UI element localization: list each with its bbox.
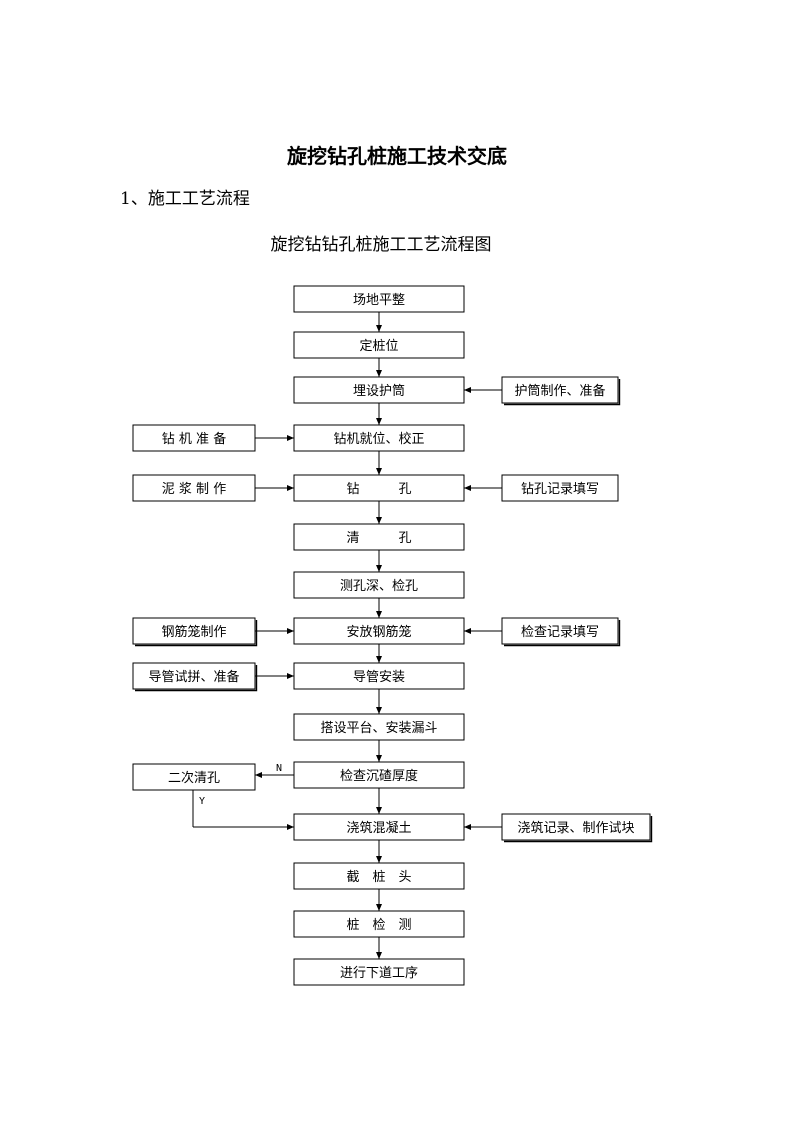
step-m2-label: 定桩位 xyxy=(359,339,398,354)
step-m8-box xyxy=(293,617,465,645)
right-step-r1-box xyxy=(501,376,619,404)
step-m12: 浇筑混凝土 xyxy=(293,813,465,841)
right-step-r3: 检查记录填写 xyxy=(501,617,621,647)
step-m15: 进行下道工序 xyxy=(293,958,465,986)
step-m6: 清 孔 xyxy=(293,523,465,551)
step-m10-label: 搭设平台、安装漏斗 xyxy=(320,720,437,736)
left-step-l2-box xyxy=(132,474,256,502)
left-step-l3-label: 钢筋笼制作 xyxy=(161,624,226,640)
right-step-r3-label: 检查记录填写 xyxy=(521,625,599,640)
step-m4: 钻机就位、校正 xyxy=(293,424,465,452)
step-m13-box xyxy=(293,862,465,890)
section-heading: 1、施工工艺流程 xyxy=(120,189,250,209)
left-step-l4-label: 导管试拼、准备 xyxy=(148,669,239,685)
step-m2-box xyxy=(293,331,465,359)
step-m15-box xyxy=(293,958,465,986)
left-step-l1: 钻 机 准 备 xyxy=(132,424,256,452)
left-step-l1-box xyxy=(132,424,256,452)
step-m4-label: 钻机就位、校正 xyxy=(333,431,424,447)
step-m6-box xyxy=(293,523,465,551)
right-step-r1-label: 护筒制作、准备 xyxy=(514,383,605,399)
left-step-l4: 导管试拼、准备 xyxy=(132,662,258,692)
step-m10-box xyxy=(293,713,465,741)
left-step-l4-box xyxy=(132,662,256,690)
step-m14-label: 桩 检 测 xyxy=(346,918,411,933)
step-m4-box xyxy=(293,424,465,452)
document-title: 旋挖钻孔桩施工技术交底 xyxy=(287,144,507,168)
left-step-l4-shadow xyxy=(135,665,258,692)
step-m3: 埋设护筒 xyxy=(293,376,465,404)
step-m13-label: 截 桩 头 xyxy=(346,870,411,885)
step-m6-label: 清 孔 xyxy=(346,531,411,546)
step-m14-box xyxy=(293,910,465,938)
step-m5-label: 钻 孔 xyxy=(346,482,411,497)
step-m1-label: 场地平整 xyxy=(353,293,405,308)
right-step-r2-label: 钻孔记录填写 xyxy=(521,482,599,497)
step-m2: 定桩位 xyxy=(293,331,465,359)
left-step-l3: 钢筋笼制作 xyxy=(132,617,258,647)
left-step-l2: 泥 浆 制 作 xyxy=(132,474,256,502)
step-m5-box xyxy=(293,474,465,502)
step-m9: 导管安装 xyxy=(293,662,465,690)
step-m9-box xyxy=(293,662,465,690)
right-step-r4-shadow xyxy=(504,816,653,843)
left-step-l1-label: 钻 机 准 备 xyxy=(162,431,226,447)
step-m12-box xyxy=(293,813,465,841)
flowchart-title: 旋挖钻钻孔桩施工工艺流程图 xyxy=(270,235,492,255)
step-m7: 测孔深、检孔 xyxy=(293,571,465,599)
left-step-l2-label: 泥 浆 制 作 xyxy=(162,482,226,497)
step-m8: 安放钢筋笼 xyxy=(293,617,465,645)
step-m8-label: 安放钢筋笼 xyxy=(346,624,411,640)
left-step-l5-box xyxy=(132,763,256,791)
step-m7-label: 测孔深、检孔 xyxy=(340,579,418,594)
right-step-r3-box xyxy=(501,617,619,645)
right-step-r4: 浇筑记录、制作试块 xyxy=(501,813,653,843)
step-m11-label: 检查沉碴厚度 xyxy=(340,768,418,784)
right-step-r1: 护筒制作、准备 xyxy=(501,376,621,406)
right-step-r3-shadow xyxy=(504,620,621,647)
left-step-l5-label: 二次清孔 xyxy=(168,770,220,786)
step-m12-label: 浇筑混凝土 xyxy=(346,820,411,836)
step-m15-label: 进行下道工序 xyxy=(340,966,418,981)
decision-yes-label: Y xyxy=(199,796,205,807)
right-step-r1-shadow xyxy=(504,379,621,406)
right-step-r4-label: 浇筑记录、制作试块 xyxy=(517,820,634,836)
step-m5: 钻 孔 xyxy=(293,474,465,502)
step-m9-label: 导管安装 xyxy=(353,670,405,685)
step-m1-box xyxy=(293,285,465,313)
left-step-l3-box xyxy=(132,617,256,645)
step-m7-box xyxy=(293,571,465,599)
step-m11: 检查沉碴厚度 xyxy=(293,761,465,789)
right-step-r4-box xyxy=(501,813,651,841)
step-m1: 场地平整 xyxy=(293,285,465,313)
step-m3-box xyxy=(293,376,465,404)
right-step-r2: 钻孔记录填写 xyxy=(501,474,619,502)
step-m13: 截 桩 头 xyxy=(293,862,465,890)
step-m11-box xyxy=(293,761,465,789)
right-step-r2-box xyxy=(501,474,619,502)
step-m10: 搭设平台、安装漏斗 xyxy=(293,713,465,741)
step-m3-label: 埋设护筒 xyxy=(353,383,405,399)
step-m14: 桩 检 测 xyxy=(293,910,465,938)
left-step-l5: 二次清孔 xyxy=(132,763,256,791)
left-step-l3-shadow xyxy=(135,620,258,647)
decision-no-label: N xyxy=(276,763,282,774)
